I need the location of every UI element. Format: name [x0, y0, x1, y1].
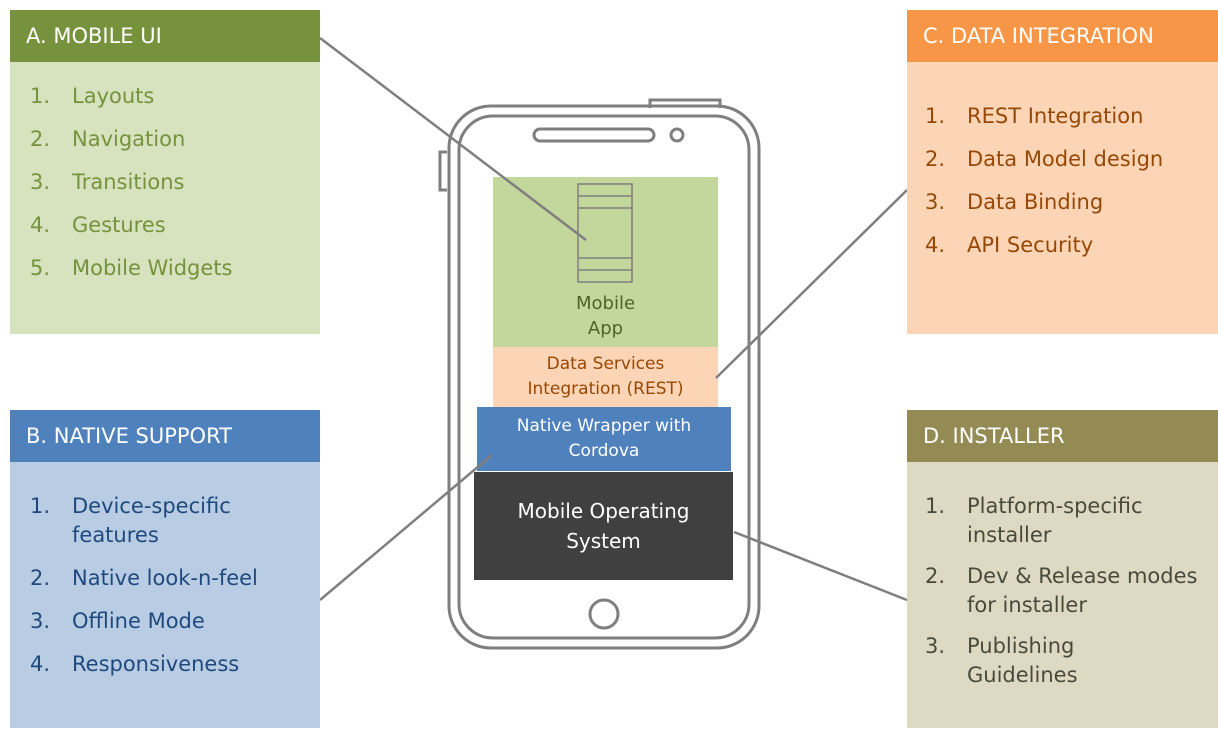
list-text: Mobile Widgets	[72, 256, 233, 280]
list-text: Transitions	[72, 170, 185, 194]
list-item: 4. Gestures	[30, 211, 320, 240]
list-number: 3.	[30, 170, 51, 194]
panel-data-integration-list: 1. REST Integration 2. Data Model design 3…	[925, 102, 1218, 260]
panel-data-integration-body: 1. REST Integration 2. Data Model design 3…	[907, 62, 1218, 334]
list-item: 4. Responsiveness	[30, 650, 320, 679]
native-wrapper-layer: Native Wrapper with Cordova	[477, 407, 731, 471]
list-item: 2. Data Model design	[925, 145, 1218, 174]
list-item: 3. Transitions	[30, 168, 320, 197]
list-number: 1.	[925, 104, 946, 128]
list-item: 1. REST Integration	[925, 102, 1218, 131]
list-text: Responsiveness	[72, 652, 240, 676]
panel-native-support-list: 1. Device-specific features 2. Native look…	[30, 492, 320, 679]
list-item: 2. Navigation	[30, 125, 320, 154]
native-wrapper-label: Native Wrapper with Cordova	[516, 416, 692, 461]
data-services-label: Data Services Integration (REST)	[527, 354, 684, 399]
list-number: 2.	[925, 564, 946, 588]
list-number: 5.	[30, 256, 51, 280]
panel-native-support-title: B. NATIVE SUPPORT	[10, 410, 320, 462]
data-services-layer: Data Services Integration (REST)	[493, 347, 718, 407]
list-item: 2. Native look-n-feel	[30, 564, 320, 593]
list-number: 4.	[30, 652, 51, 676]
list-text: Platform-specific installer	[967, 494, 1143, 547]
list-item: 1. Layouts	[30, 82, 320, 111]
list-text: Gestures	[72, 213, 166, 237]
panel-installer: D. INSTALLER 1. Platform-specific install…	[907, 410, 1218, 728]
list-number: 4.	[925, 233, 946, 257]
operating-system-label: Mobile Operating System	[517, 499, 690, 553]
list-item: 2. Dev & Release modes for installer	[925, 562, 1218, 620]
list-text: Dev & Release modes for installer	[967, 564, 1198, 617]
app-screen-icon	[577, 183, 633, 283]
panel-data-integration-title: C. DATA INTEGRATION	[907, 10, 1218, 62]
list-item: 3. Data Binding	[925, 188, 1218, 217]
list-text: Layouts	[72, 84, 155, 108]
list-number: 2.	[30, 566, 51, 590]
list-item: 1. Device-specific features	[30, 492, 320, 550]
list-text: REST Integration	[967, 104, 1144, 128]
list-number: 3.	[30, 609, 51, 633]
list-text: Offline Mode	[72, 609, 205, 633]
list-item: 5. Mobile Widgets	[30, 254, 320, 283]
panel-data-integration: C. DATA INTEGRATION 1. REST Integration 2…	[907, 10, 1218, 334]
mobile-app-label: Mobile App	[575, 293, 636, 339]
panel-mobile-ui-body: 1. Layouts 2. Navigation 3. Transitions 4. G…	[10, 62, 320, 334]
list-number: 1.	[30, 494, 51, 518]
list-number: 3.	[925, 190, 946, 214]
list-number: 1.	[30, 84, 51, 108]
list-text: Publishing Guidelines	[967, 634, 1078, 687]
list-number: 3.	[925, 634, 946, 658]
mobile-app-layer: Mobile App	[493, 177, 718, 347]
list-item: 4. API Security	[925, 231, 1218, 260]
list-number: 1.	[925, 494, 946, 518]
list-text: Navigation	[72, 127, 186, 151]
panel-installer-body: 1. Platform-specific installer 2. Dev & Re…	[907, 462, 1218, 728]
list-item: 3. Offline Mode	[30, 607, 320, 636]
list-text: API Security	[967, 233, 1094, 257]
speaker-slot-icon	[532, 127, 656, 143]
panel-native-support: B. NATIVE SUPPORT 1. Device-specific feat…	[10, 410, 320, 728]
panel-mobile-ui: A. MOBILE UI 1. Layouts 2. Navigation 3. Tr…	[10, 10, 320, 334]
panel-mobile-ui-list: 1. Layouts 2. Navigation 3. Transitions 4. G…	[30, 82, 320, 283]
operating-system-layer: Mobile Operating System	[474, 472, 733, 580]
list-number: 2.	[30, 127, 51, 151]
front-camera-icon	[669, 127, 685, 143]
panel-installer-list: 1. Platform-specific installer 2. Dev & Re…	[925, 492, 1218, 690]
home-button-icon	[588, 598, 620, 630]
list-number: 4.	[30, 213, 51, 237]
panel-mobile-ui-title: A. MOBILE UI	[10, 10, 320, 62]
list-text: Data Model design	[967, 147, 1164, 171]
panel-native-support-body: 1. Device-specific features 2. Native look…	[10, 462, 320, 728]
list-item: 3. Publishing Guidelines	[925, 632, 1218, 690]
panel-installer-title: D. INSTALLER	[907, 410, 1218, 462]
list-item: 1. Platform-specific installer	[925, 492, 1218, 550]
list-text: Native look-n-feel	[72, 566, 258, 590]
list-text: Device-specific features	[72, 494, 231, 547]
list-number: 2.	[925, 147, 946, 171]
list-text: Data Binding	[967, 190, 1104, 214]
